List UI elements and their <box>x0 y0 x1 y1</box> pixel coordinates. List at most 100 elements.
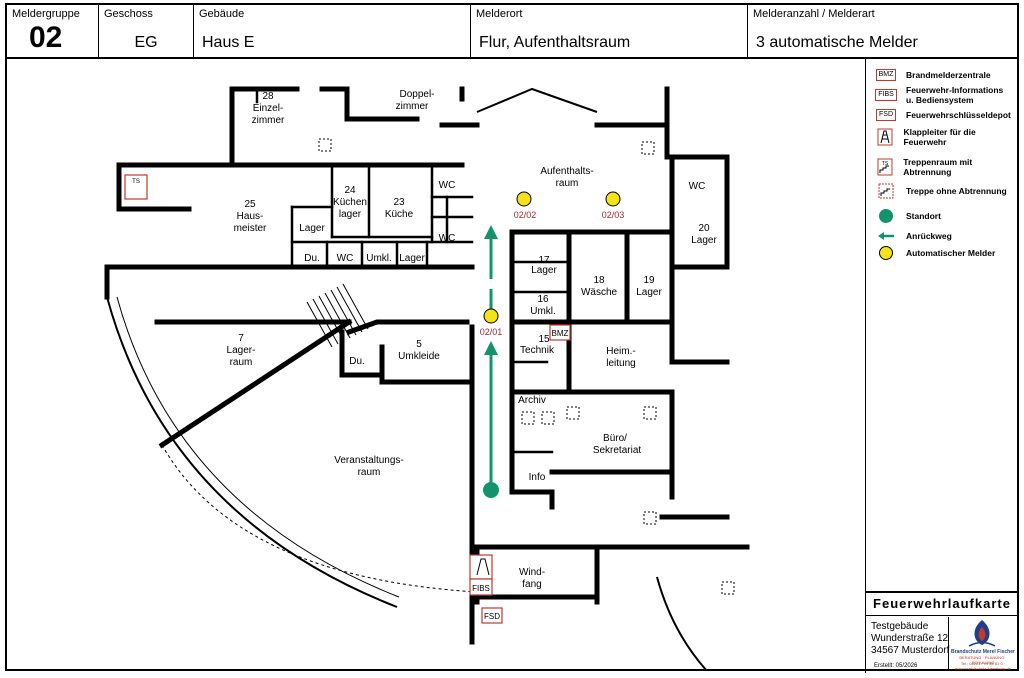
room-7-number: 7 <box>238 333 244 344</box>
legend-item-open-stair: Treppe ohne Abtrennung <box>876 183 1007 199</box>
address-line-1: Testgebäude <box>871 621 929 632</box>
geschoss-label: Geschoss <box>104 8 153 20</box>
lager-label-1: Lager <box>299 223 325 234</box>
aufenthaltsraum-b: raum <box>556 178 579 189</box>
standort-icon <box>879 209 893 223</box>
fsd-marker-label: FSD <box>484 612 500 621</box>
legend-item-bmz: BMZ Brandmelderzentrale <box>875 67 991 83</box>
melderort-label: Melderort <box>476 8 523 20</box>
room-25-name-b: meister <box>234 223 267 234</box>
room-28-number: 28 <box>262 91 274 102</box>
standort-marker <box>483 482 499 498</box>
room-19-number: 19 <box>643 275 655 286</box>
legend-symbol-fibs: FIBS <box>875 89 897 101</box>
legend-item-ladder: Klappleiter für die Feuerwehr <box>876 127 1006 147</box>
buero-a: Büro/ <box>603 433 627 444</box>
stair-enclosed-icon: TS <box>877 158 893 176</box>
detector-02-02: 02/02 <box>514 191 536 220</box>
fixtures <box>318 138 735 595</box>
address-line-2: Wunderstraße 12 <box>871 633 949 644</box>
legend-text-route: Anrückweg <box>906 231 952 241</box>
windfang-a: Wind- <box>519 567 545 578</box>
geschoss-value: EG <box>134 34 158 51</box>
created-date: Erstellt: 05/2026 <box>874 663 918 669</box>
fibs-marker: FIBS <box>469 554 493 596</box>
room-7-name-a: Lager- <box>227 345 256 356</box>
room-24-name-a: Küchen <box>333 197 367 208</box>
meldergruppe-cell: Meldergruppe 02 <box>7 5 99 57</box>
aufenthaltsraum-a: Aufenthalts- <box>540 166 593 177</box>
windfang-b: fang <box>522 579 541 590</box>
gebaeude-cell: Gebäude Haus E <box>194 5 471 57</box>
melderart-cell: Melderanzahl / Melderart 3 automatische … <box>748 5 1017 57</box>
ladder-icon <box>877 128 893 146</box>
veranstaltungsraum-a: Veranstaltungs- <box>334 455 404 466</box>
bmz-marker: BMZ <box>549 324 571 341</box>
map-title: Feuerwehrlaufkarte <box>866 593 1018 616</box>
room-7-name-b: raum <box>230 357 253 368</box>
melderort-value: Flur, Aufenthaltsraum <box>479 34 631 51</box>
buero-b: Sekretariat <box>593 445 642 456</box>
main-walls <box>104 86 750 645</box>
legend-text-open-stair: Treppe ohne Abtrennung <box>906 186 1007 196</box>
melderart-label: Melderanzahl / Melderart <box>753 8 875 20</box>
legend-text-ladder: Klappleiter für die Feuerwehr <box>903 127 976 147</box>
detector-02-03-label: 02/03 <box>602 210 625 220</box>
room-28-name-b: zimmer <box>252 115 285 126</box>
room-23-name: Küche <box>385 209 414 220</box>
room-17-name: Lager <box>531 265 557 276</box>
geschoss-cell: Geschoss EG <box>99 5 194 57</box>
detector-02-01: 02/01 <box>480 308 502 337</box>
room-5-name: Umkleide <box>398 351 440 362</box>
wc-label-4: WC <box>689 181 706 192</box>
meldergruppe-label: Meldergruppe <box>12 8 80 20</box>
room-24-name-b: lager <box>339 209 362 220</box>
wc-label-2: WC <box>439 233 456 244</box>
ts-label: TS <box>132 179 140 185</box>
archiv-label: Archiv <box>518 395 546 406</box>
address-line-3: 34567 Musterdorf <box>871 645 950 656</box>
meldergruppe-value: 02 <box>29 21 63 54</box>
gebaeude-label: Gebäude <box>199 8 245 20</box>
bmz-marker-label: BMZ <box>552 329 569 338</box>
approach-route <box>484 225 498 487</box>
legend-item-ts: TS Treppenraum mit Abtrennung <box>876 157 1006 177</box>
room-25-name-a: Haus- <box>237 211 264 222</box>
legend-symbol-bmz: BMZ <box>875 69 897 81</box>
umkl-label-1: Umkl. <box>366 253 392 264</box>
legend-text-fsd: Feuerwehrschlüsseldepot <box>906 110 1011 120</box>
legend-symbol-ts: TS <box>881 161 888 167</box>
room-23-number: 23 <box>393 197 405 208</box>
legend-item-standort: Standort <box>876 208 941 224</box>
wc-label-3: WC <box>337 253 354 264</box>
room-20-number: 20 <box>698 223 710 234</box>
title-block: Feuerwehrlaufkarte Testgebäude Wunderstr… <box>865 591 1018 673</box>
room-16-name: Umkl. <box>530 306 556 317</box>
room-25-number: 25 <box>244 199 256 210</box>
company-logo-icon <box>968 620 996 647</box>
room-24-number: 24 <box>344 185 356 196</box>
melderart-value: 3 automatische Melder <box>756 34 918 51</box>
header-bar: Meldergruppe 02 Geschoss EG Gebäude Haus… <box>7 5 1017 59</box>
inner-walls <box>255 87 571 454</box>
company-logo: Brandschutz Merel Fischer BERATUNG · PLA… <box>948 617 1015 671</box>
floor-plan: TS 28 Einzel- zimmer Doppel- zimmer Aufe… <box>7 57 865 672</box>
detector-icon <box>879 246 893 260</box>
stair-open-icon <box>878 183 894 199</box>
room-20-name: Lager <box>691 235 717 246</box>
stair-lines <box>306 283 369 348</box>
legend-text-bmz: Brandmelderzentrale <box>906 70 991 80</box>
du-label-1: Du. <box>304 253 320 264</box>
legend-item-route: Anrückweg <box>876 228 952 244</box>
wc-label-1: WC <box>439 180 456 191</box>
room-18-name: Wäsche <box>581 287 618 298</box>
fsd-marker: FSD <box>481 607 503 624</box>
heimleitung-b: leitung <box>606 358 635 369</box>
veranstaltungsraum-b: raum <box>358 467 381 478</box>
lager-label-2: Lager <box>399 253 425 264</box>
heimleitung-a: Heim.- <box>606 346 635 357</box>
melderort-cell: Melderort Flur, Aufenthaltsraum <box>471 5 748 57</box>
legend-text-ts: Treppenraum mit Abtrennung <box>903 157 973 177</box>
fire-brigade-map-sheet: Meldergruppe 02 Geschoss EG Gebäude Haus… <box>5 3 1019 673</box>
detector-02-03: 02/03 <box>602 191 625 220</box>
